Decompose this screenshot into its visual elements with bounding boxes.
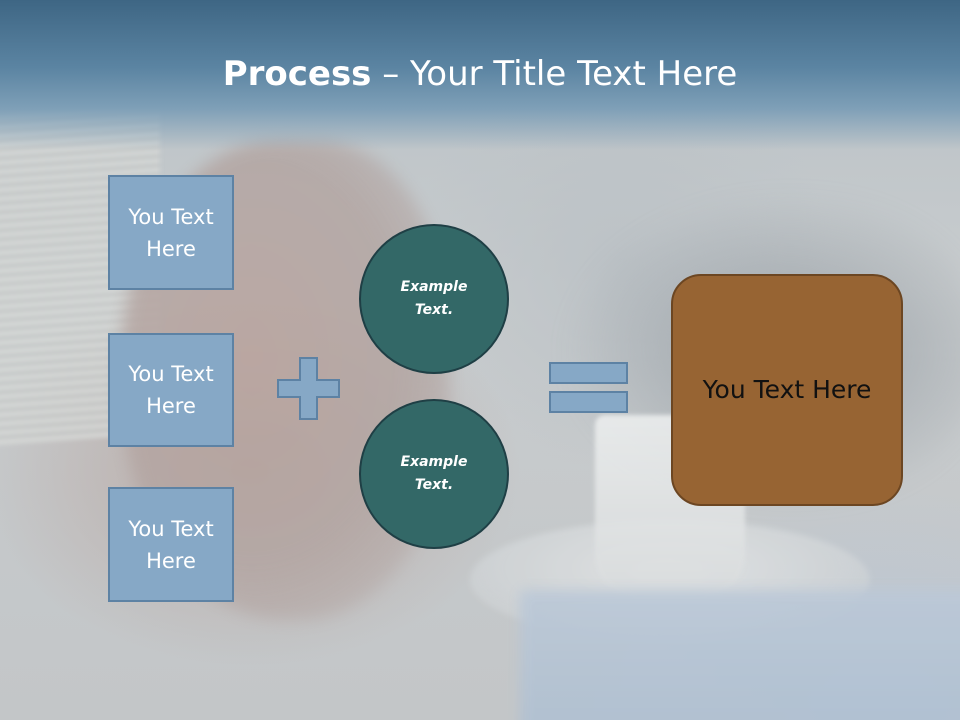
plus-icon [277,357,340,420]
input-box-1[interactable]: You Text Here [108,175,234,290]
equals-icon-top-bar [549,362,628,384]
circle-label: Example Text. [400,454,468,493]
input-box-label: You Text Here [128,516,214,573]
title-rest: – Your Title Text Here [371,54,738,94]
result-box[interactable]: You Text Here [671,274,903,506]
input-box-label: You Text Here [128,204,214,261]
input-box-3[interactable]: You Text Here [108,487,234,602]
example-circle-2[interactable]: Example Text. [359,399,509,549]
slide-title: Process – Your Title Text Here [0,52,960,96]
title-band [0,0,960,150]
background-sleeve [520,590,960,720]
input-box-label: You Text Here [128,362,214,418]
circle-label: Example Text. [400,279,468,318]
example-circle-1[interactable]: Example Text. [359,224,509,374]
title-bold: Process [222,54,372,94]
equals-icon-bottom-bar [549,391,628,413]
input-box-2[interactable]: You Text Here [108,333,234,447]
result-label: You Text Here [702,375,872,404]
